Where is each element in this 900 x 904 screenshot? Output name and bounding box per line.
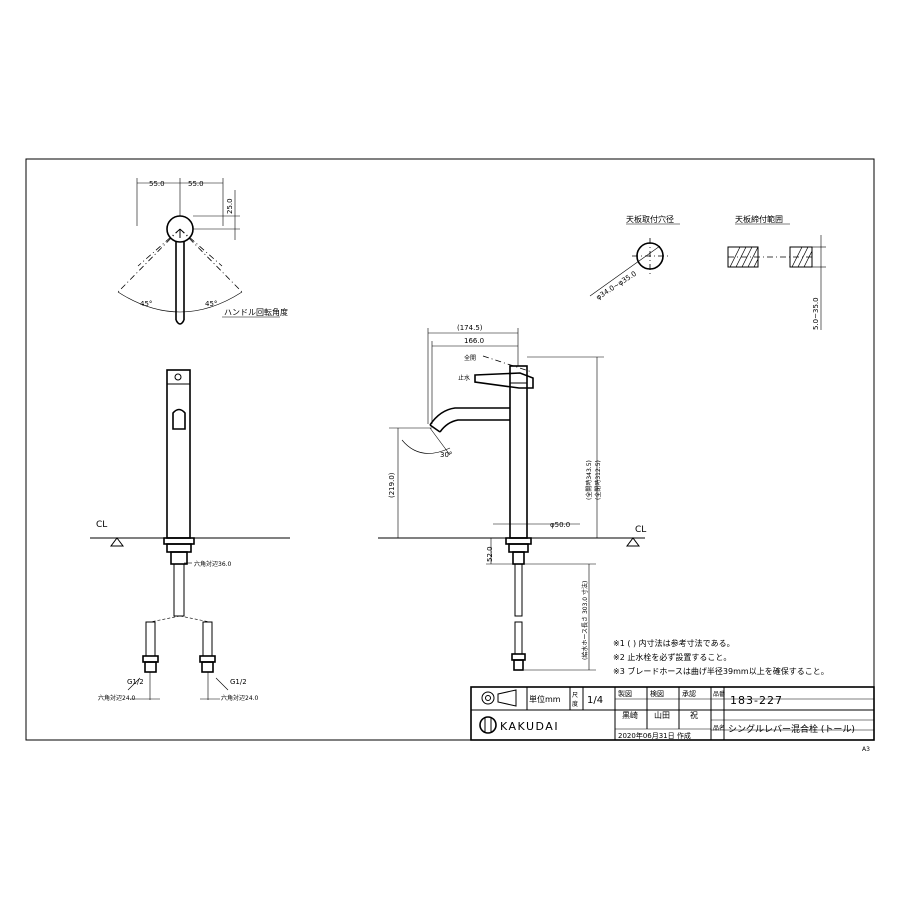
projection-symbol	[481, 689, 517, 707]
dim-166: 166.0	[464, 337, 484, 345]
paper-size: A3	[862, 746, 870, 753]
note-3: ※3 ブレードホースは曲げ半径39mm以上を確保すること。	[613, 666, 829, 676]
dim-phi-50: φ50.0	[550, 521, 570, 529]
lever-open-label: 全開	[464, 354, 476, 362]
date-label: 2020年06月31日 作成	[618, 731, 691, 740]
scale-value: 1/4	[587, 695, 603, 706]
dim-25: 25.0	[226, 198, 234, 214]
notes: ※1 ( ) 内寸法は参考寸法である。 ※2 止水栓を必ず設置すること。 ※3 …	[613, 638, 829, 676]
hex-24-right: 六角対辺24.0	[221, 694, 259, 702]
note-1: ※1 ( ) 内寸法は参考寸法である。	[613, 638, 735, 648]
side-body	[509, 365, 528, 539]
unit-label: 単位mm	[529, 694, 561, 704]
front-body	[166, 369, 191, 539]
dim-343-5: (全開時343.5)	[585, 460, 593, 500]
top-view: 55.0 55.0 25.0 45° 45° ハンドル回転角度	[117, 178, 288, 325]
sheet-border	[25, 158, 875, 741]
detail-hole: 天板取付穴径 φ34.0~φ35.0	[589, 214, 680, 302]
product-name-label: 品名	[713, 724, 725, 732]
side-spout	[429, 407, 510, 426]
lever-close-label: 止水	[458, 374, 470, 382]
approver-name: 祝	[690, 710, 698, 720]
dim-55-left: 55.0	[149, 180, 165, 188]
cl-left: CL	[96, 520, 107, 530]
note-2: ※2 止水栓を必ず設置すること。	[613, 652, 731, 662]
dim-52: 52.0	[486, 546, 494, 562]
angle-left-label: 45°	[140, 300, 152, 308]
drafter-name: 黒崎	[622, 710, 638, 720]
hole-title: 天板取付穴径	[626, 214, 674, 224]
handle-rotation-label: ハンドル回転角度	[224, 307, 288, 317]
g12-left: G1/2	[127, 678, 144, 686]
checker-name: 山田	[654, 710, 670, 720]
dim-hose-303: (給水ホース長さ 303.0 寸法)	[581, 581, 589, 660]
front-spout-outlet	[172, 408, 186, 430]
dim-174-5: (174.5)	[457, 324, 483, 332]
product-name: シングルレバー混合栓 (トール)	[728, 723, 855, 735]
thickness-dim: 5.0~35.0	[812, 297, 820, 330]
g12-right: G1/2	[230, 678, 247, 686]
role-checker: 検図	[650, 689, 664, 698]
role-drafter: 製図	[618, 689, 632, 698]
angle-30: 30°	[440, 451, 452, 459]
thickness-title: 天板締付範囲	[735, 214, 783, 224]
nut-36-label: 六角対辺36.0	[194, 560, 232, 568]
side-view: 全開 止水 (174.5) 166.0 (全開時343.5) (全閉時312.5…	[378, 324, 646, 671]
hole-dim: φ34.0~φ35.0	[595, 270, 638, 302]
product-number-label: 品番	[713, 691, 725, 698]
angle-right-label: 45°	[205, 300, 217, 308]
rotation-arc	[117, 291, 243, 313]
kakudai-logo: KAKUDAI	[479, 716, 559, 734]
scale-label-a: 尺	[572, 692, 578, 699]
hex-24-left: 六角対辺24.0	[98, 694, 136, 702]
title-block: 単位mm 尺 度 1/4 製図 検図 承認 黒崎 山田 祝 KAKUDAI 20…	[470, 686, 875, 741]
brand-name: KAKUDAI	[500, 720, 559, 733]
role-approver: 承認	[682, 689, 696, 698]
side-lever	[474, 372, 534, 389]
product-number: 183-227	[730, 694, 783, 707]
cl-right: CL	[635, 525, 646, 535]
front-view: CL 六角対辺36.0 G1/2 G1/2 六角対辺24.0 六角対辺24.0	[90, 369, 290, 702]
scale-label-b: 度	[572, 700, 578, 708]
dim-219: (219.0)	[388, 472, 396, 498]
dim-55-right: 55.0	[188, 180, 204, 188]
detail-thickness: 天板締付範囲 5.0~35.0	[727, 214, 826, 330]
dim-312-5: (全閉時312.5)	[594, 460, 602, 500]
